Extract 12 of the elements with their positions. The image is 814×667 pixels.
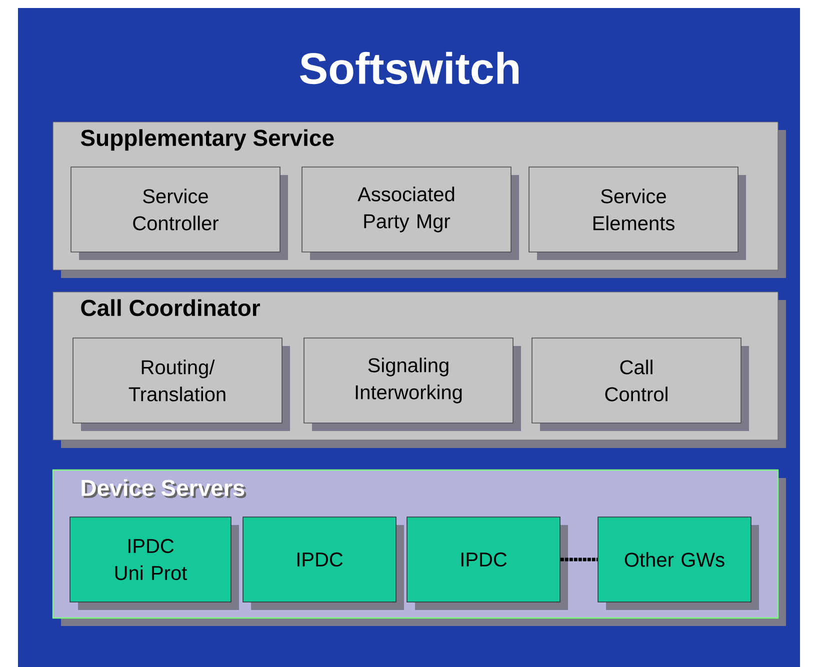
component-box: Service Controller	[70, 166, 288, 260]
component-box: Associated Party Mgr	[302, 166, 519, 260]
component-box: Service Elements	[528, 166, 746, 260]
server-box: IPDC	[406, 516, 568, 610]
connector	[560, 558, 598, 562]
title: Softswitch	[300, 52, 518, 84]
server-box: IPDC Uni Prot	[70, 516, 239, 610]
server-box: IPDC	[242, 516, 404, 610]
component-box: Call Control	[532, 338, 749, 431]
component-box: Signaling Interworking	[304, 338, 521, 431]
server-box: Other GWs	[598, 516, 759, 610]
component-box: Routing/ Translation	[72, 338, 290, 431]
